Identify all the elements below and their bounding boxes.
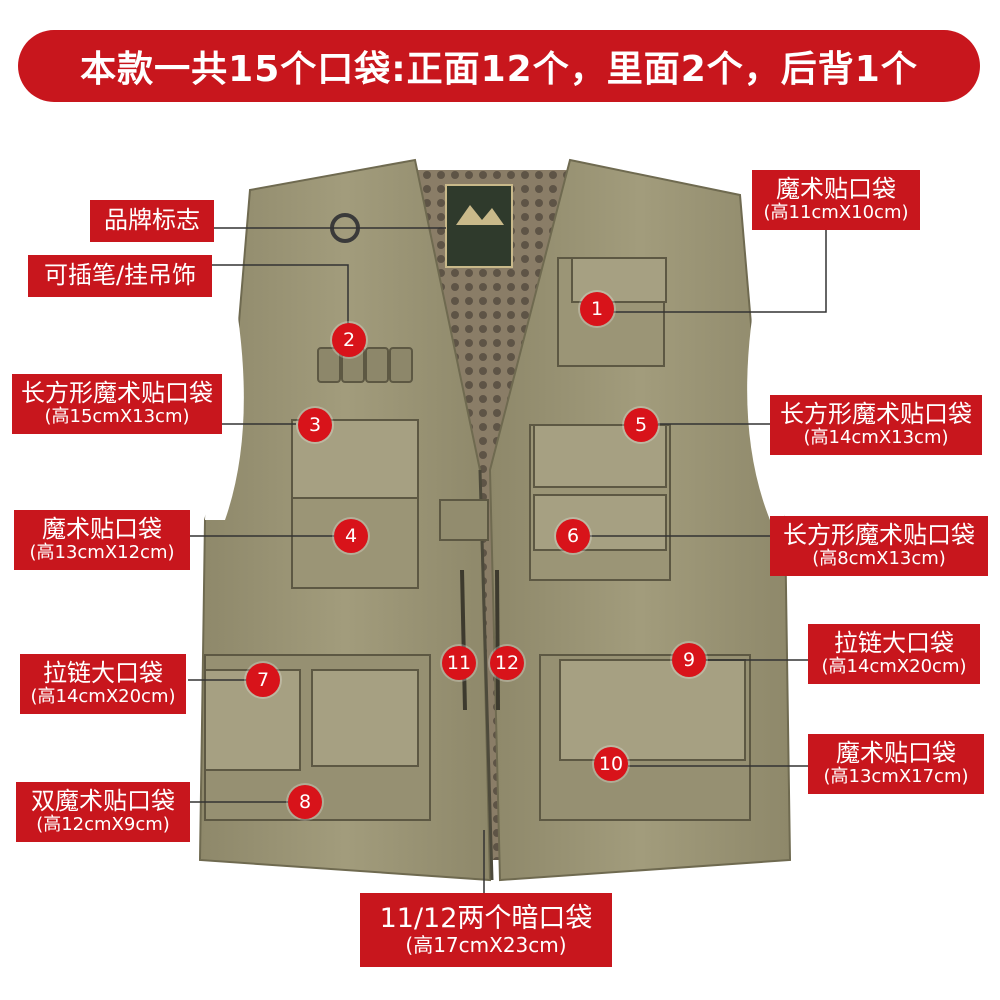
badge-5: 5 bbox=[624, 408, 658, 442]
label-3-size: (高15cmX13cm) bbox=[44, 406, 190, 428]
label-7: 拉链大口袋 (高14cmX20cm) bbox=[20, 654, 186, 714]
label-6: 长方形魔术贴口袋 (高8cmX13cm) bbox=[770, 516, 988, 576]
label-6-size: (高8cmX13cm) bbox=[812, 548, 946, 570]
label-pen-title: 可插笔/挂吊饰 bbox=[43, 261, 197, 290]
badge-6: 6 bbox=[556, 519, 590, 553]
badge-4: 4 bbox=[334, 519, 368, 553]
badge-11: 11 bbox=[442, 646, 476, 680]
label-pen: 可插笔/挂吊饰 bbox=[28, 255, 212, 297]
label-4: 魔术贴口袋 (高13cmX12cm) bbox=[14, 510, 190, 570]
label-11-12-size: (高17cmX23cm) bbox=[405, 933, 567, 958]
label-brand-title: 品牌标志 bbox=[104, 206, 200, 235]
badge-7: 7 bbox=[246, 663, 280, 697]
label-7-title: 拉链大口袋 bbox=[43, 658, 163, 687]
label-1-title: 魔术贴口袋 bbox=[776, 174, 896, 203]
label-6-title: 长方形魔术贴口袋 bbox=[783, 520, 975, 549]
brand-patch bbox=[445, 184, 513, 268]
label-9-size: (高14cmX20cm) bbox=[821, 656, 967, 678]
badge-8: 8 bbox=[288, 785, 322, 819]
label-11-12-title: 11/12两个暗口袋 bbox=[379, 902, 593, 934]
badge-12: 12 bbox=[490, 646, 524, 680]
label-1: 魔术贴口袋 (高11cmX10cm) bbox=[752, 170, 920, 230]
badge-3: 3 bbox=[298, 408, 332, 442]
badge-2: 2 bbox=[332, 323, 366, 357]
label-3: 长方形魔术贴口袋 (高15cmX13cm) bbox=[12, 374, 222, 434]
label-brand: 品牌标志 bbox=[90, 200, 214, 242]
label-9: 拉链大口袋 (高14cmX20cm) bbox=[808, 624, 980, 684]
label-10-size: (高13cmX17cm) bbox=[823, 766, 969, 788]
label-5-size: (高14cmX13cm) bbox=[803, 427, 949, 449]
badge-1: 1 bbox=[580, 292, 614, 326]
label-7-size: (高14cmX20cm) bbox=[30, 686, 176, 708]
label-10-title: 魔术贴口袋 bbox=[836, 738, 956, 767]
label-4-size: (高13cmX12cm) bbox=[29, 542, 175, 564]
label-4-title: 魔术贴口袋 bbox=[42, 514, 162, 543]
label-10: 魔术贴口袋 (高13cmX17cm) bbox=[808, 734, 984, 794]
badge-9: 9 bbox=[672, 643, 706, 677]
label-11-12: 11/12两个暗口袋 (高17cmX23cm) bbox=[360, 893, 612, 967]
leader-lines bbox=[188, 227, 827, 893]
label-5: 长方形魔术贴口袋 (高14cmX13cm) bbox=[770, 395, 982, 455]
label-3-title: 长方形魔术贴口袋 bbox=[21, 378, 213, 407]
label-5-title: 长方形魔术贴口袋 bbox=[780, 399, 972, 428]
pen-loops bbox=[317, 347, 413, 383]
label-8-size: (高12cmX9cm) bbox=[36, 814, 170, 836]
label-1-size: (高11cmX10cm) bbox=[763, 202, 909, 224]
label-8-title: 双魔术贴口袋 bbox=[31, 786, 175, 815]
top-banner: 本款一共15个口袋:正面12个，里面2个，后背1个 bbox=[18, 30, 980, 102]
label-9-title: 拉链大口袋 bbox=[834, 628, 954, 657]
badge-10: 10 bbox=[594, 747, 628, 781]
label-8: 双魔术贴口袋 (高12cmX9cm) bbox=[16, 782, 190, 842]
